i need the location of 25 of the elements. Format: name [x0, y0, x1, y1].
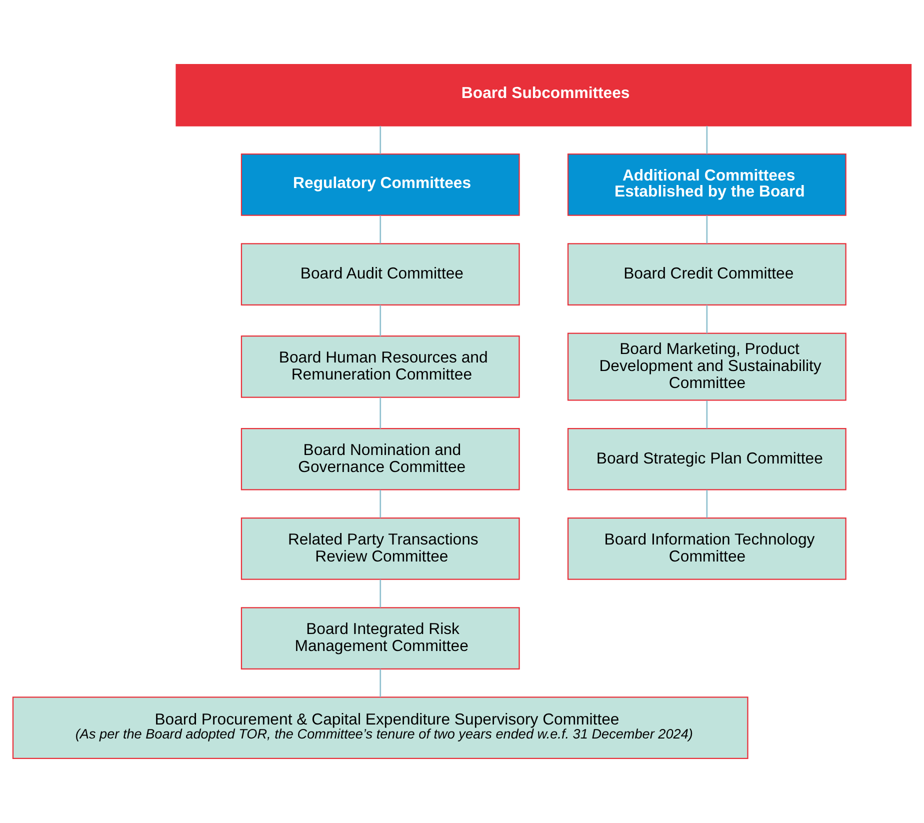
- node-box: Board Audit Committee: [240, 243, 520, 306]
- connector: [706, 305, 708, 334]
- node-box: Board Nomination and Governance Committee: [240, 428, 520, 490]
- node-box: Board Credit Committee: [567, 243, 846, 306]
- node-box: Related Party Transactions Review Committee: [240, 518, 520, 580]
- connector: [380, 126, 382, 154]
- node-box: Board Subcommittees: [176, 64, 912, 126]
- node-box: Board Human Resources and Remuneration Committee: [240, 336, 520, 398]
- node-box: Board Integrated Risk Management Committee: [240, 607, 520, 670]
- node-box: Regulatory Committees: [240, 154, 520, 216]
- node-box: Board Information Technology Committee: [567, 518, 846, 580]
- node-box: Additional Committees Established by the Board: [567, 154, 846, 216]
- node-box: Board Marketing, Product Development and Sustainability Committee: [567, 332, 846, 401]
- connector: [706, 400, 708, 428]
- connector: [380, 490, 382, 518]
- connector: [380, 305, 382, 336]
- connector: [380, 216, 382, 244]
- connector: [706, 126, 708, 154]
- connector: [380, 580, 382, 608]
- connector: [380, 397, 382, 428]
- connector: [706, 490, 708, 518]
- node-box: Board Strategic Plan Committee: [567, 428, 846, 490]
- connector: [706, 216, 708, 244]
- node-box: Board Procurement & Capital Expenditure Supervisory Committee (As per the Board adopted TOR, the Committee’s tenure of two years ended w.e.f. 31 December 2024): [12, 696, 748, 760]
- connector: [380, 669, 382, 697]
